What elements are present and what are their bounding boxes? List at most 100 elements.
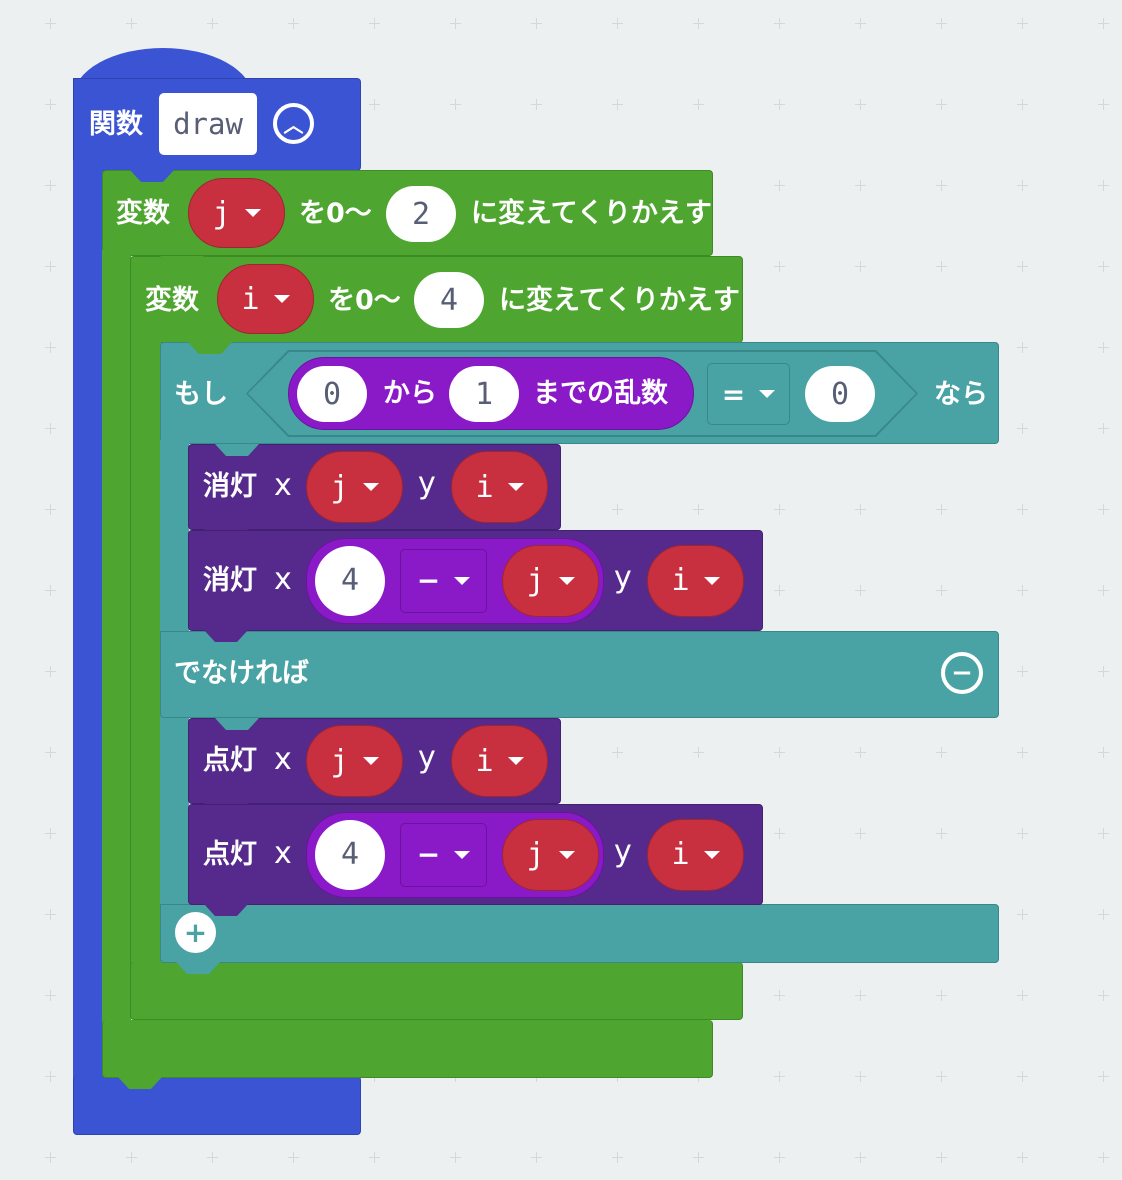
grid-mark [855,585,866,596]
grid-mark [774,990,785,1001]
variable-dropdown-x[interactable]: j [502,544,599,617]
grid-mark [1098,990,1109,1001]
grid-mark [1098,585,1109,596]
grid-mark [126,18,137,29]
variable-dropdown-i[interactable]: i [217,264,314,334]
grid-mark [1098,1071,1109,1082]
grid-mark [45,504,56,515]
compare-value-input[interactable]: 0 [805,366,875,422]
grid-mark [531,1152,542,1163]
y-label: y [614,559,632,595]
grid-mark [1017,504,1028,515]
x-label: x [274,561,292,597]
grid-mark [1017,423,1028,434]
grid-mark [450,1152,461,1163]
grid-mark [1098,747,1109,758]
led-action-label: 消灯 [203,564,257,596]
led-action-label: 点灯 [203,838,257,870]
function-name-input[interactable]: draw [159,93,257,155]
range-label: を0〜 [299,198,372,229]
grid-mark [1017,909,1028,920]
variable-name: j [330,469,349,505]
number-input[interactable]: 4 [315,819,385,890]
grid-mark [45,423,56,434]
minus-circle-icon[interactable]: − [941,652,983,694]
dropdown-caret-icon [362,483,379,491]
else-label: でなければ [174,658,309,689]
loop-suffix-label: に変えてくりかえす [499,285,740,316]
variable-dropdown-y[interactable]: i [451,725,548,797]
if-label: もし [174,379,228,410]
variable-name: j [212,195,231,231]
grid-mark [855,1152,866,1163]
variable-name: i [671,837,690,872]
grid-mark [1098,180,1109,191]
dropdown-caret-icon [244,209,261,217]
grid-mark [774,180,785,191]
grid-mark [693,18,704,29]
variable-name: i [475,743,494,779]
grid-mark [1098,99,1109,110]
grid-mark [936,180,947,191]
grid-mark [369,1152,380,1163]
y-label: y [418,740,436,775]
grid-mark [450,18,461,29]
variable-dropdown-x[interactable]: j [306,451,403,523]
operator-symbol: = [721,377,746,411]
dropdown-caret-icon [703,576,720,585]
random-suffix-label: までの乱数 [533,378,668,409]
chevron-up-circle-icon[interactable]: ︿ [273,103,314,144]
number-input[interactable]: 4 [315,545,385,616]
random-from-input[interactable]: 0 [297,366,367,422]
grid-mark [45,261,56,272]
operator-symbol: − [416,838,441,871]
grid-mark [288,1152,299,1163]
variable-dropdown-y[interactable]: i [647,544,744,617]
variable-dropdown-j[interactable]: j [188,178,285,248]
variable-dropdown-x[interactable]: j [306,725,403,797]
random-to-input[interactable]: 1 [449,366,519,422]
grid-mark [612,18,623,29]
grid-mark [1098,18,1109,29]
dropdown-caret-icon [507,483,524,491]
grid-mark [1017,747,1028,758]
x-label: x [274,742,292,777]
grid-mark [45,1152,56,1163]
grid-mark [855,747,866,758]
random-from-label: から [383,378,437,409]
dropdown-caret-icon [454,576,471,585]
grid-mark [1098,423,1109,434]
grid-mark [369,18,380,29]
grid-mark [612,747,623,758]
grid-mark [774,828,785,839]
grid-mark [1017,180,1028,191]
grid-mark [531,18,542,29]
grid-mark [45,99,56,110]
grid-mark [1017,1071,1028,1082]
grid-mark [45,180,56,191]
variable-dropdown-y[interactable]: i [647,818,744,891]
grid-mark [855,99,866,110]
plus-circle-icon[interactable]: + [175,912,216,953]
grid-mark [774,99,785,110]
loop-end-input[interactable]: 4 [414,272,484,328]
dropdown-caret-icon [703,850,720,859]
math-operator-dropdown[interactable]: − [400,822,487,887]
grid-mark [1098,504,1109,515]
loop-end-input[interactable]: 2 [386,186,456,242]
grid-mark [1098,828,1109,839]
math-operator-dropdown[interactable]: − [400,548,487,613]
x-label: x [274,835,292,871]
variable-dropdown-y[interactable]: i [451,451,548,523]
grid-mark [531,99,542,110]
grid-mark [936,990,947,1001]
grid-mark [45,828,56,839]
grid-mark [45,747,56,758]
grid-mark [774,747,785,758]
grid-mark [207,1152,218,1163]
loop-suffix-label: に変えてくりかえす [471,198,712,229]
compare-operator-dropdown[interactable]: = [707,363,790,425]
variable-dropdown-x[interactable]: j [502,818,599,891]
grid-mark [288,18,299,29]
grid-mark [612,504,623,515]
